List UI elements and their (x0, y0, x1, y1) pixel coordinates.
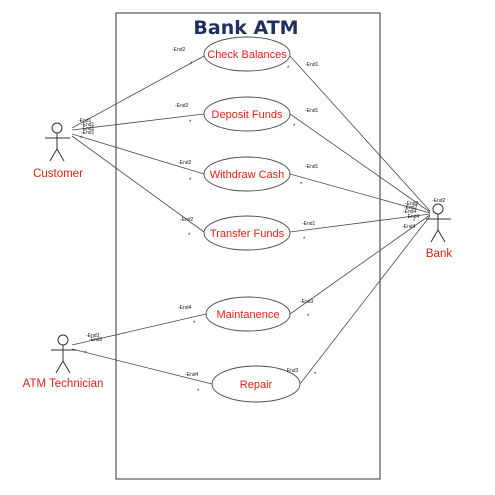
end-label: -End3 (89, 337, 103, 343)
assoc-bank-repair (299, 215, 431, 385)
multiplicity-marker: * (300, 182, 303, 188)
multiplicity-marker: * (303, 237, 306, 243)
end-label: -End1 (81, 122, 95, 128)
actor-label: Bank (426, 248, 452, 260)
end-label: -End2 (405, 201, 419, 207)
assoc-technician-repair (71, 348, 213, 385)
end-label: -End1 (302, 221, 316, 227)
end-label: -End4 (185, 372, 199, 378)
actor-label: ATM Technician (23, 378, 104, 390)
multiplicity-marker: * (188, 233, 191, 239)
use-case-label: Maintanence (217, 309, 280, 321)
end-label: -End2 (404, 205, 418, 211)
actor-bank[interactable]: Bank (426, 203, 452, 260)
assoc-bank-maintenance (289, 214, 431, 315)
end-label: -End3 (86, 333, 100, 339)
assoc-bank-withdraw-cash (289, 173, 431, 214)
actor-customer[interactable]: Customer (33, 122, 83, 180)
system-title: Bank ATM (193, 17, 298, 39)
assoc-bank-check-balances (289, 55, 431, 212)
assoc-customer-deposit-funds (71, 113, 205, 131)
actor-atm-technician[interactable]: ATM Technician (23, 334, 104, 390)
multiplicity-marker: * (413, 219, 416, 225)
use-case-label: Withdraw Cash (210, 169, 285, 181)
use-case-label: Deposit Funds (212, 109, 283, 121)
use-case-withdraw-cash[interactable]: Withdraw Cash (203, 156, 291, 192)
assoc-technician-maintenance (71, 313, 207, 346)
end-label: -End2 (178, 160, 192, 166)
end-label: -End1 (305, 62, 319, 68)
end-label: -End2 (172, 47, 186, 53)
use-case-label: Check Balances (207, 49, 287, 61)
end-label: -End1 (305, 164, 319, 170)
use-case-deposit-funds[interactable]: Deposit Funds (203, 96, 291, 132)
end-label: -End1 (305, 108, 319, 114)
end-label: -End4 (403, 209, 417, 215)
end-label: -End4 (402, 224, 416, 230)
multiplicity-marker: * (197, 389, 200, 395)
end-label: -End4 (406, 214, 420, 220)
multiplicity-marker: * (293, 124, 296, 130)
use-case-label: Repair (240, 379, 273, 391)
assoc-bank-deposit-funds (289, 113, 431, 213)
multiplicity-marker: * (314, 372, 317, 378)
multiplicity-marker: * (84, 351, 87, 357)
end-label: -End3 (300, 299, 314, 305)
stick-figure-icon (51, 334, 76, 374)
multiplicity-marker: * (287, 66, 290, 72)
assoc-bank-transfer-funds (289, 213, 431, 233)
multiplicity-marker: * (80, 136, 83, 142)
multiplicity-marker: * (189, 178, 192, 184)
end-label: -End1 (81, 126, 95, 132)
use-case-maintenance[interactable]: Maintanence (205, 296, 291, 332)
end-label: -End2 (175, 103, 189, 109)
assoc-customer-withdraw-cash (71, 133, 205, 175)
system-boundary (115, 12, 381, 480)
end-label: -End4 (178, 305, 192, 311)
stick-figure-icon (426, 203, 451, 243)
end-label: -End1 (78, 118, 92, 124)
stick-figure-icon (45, 122, 70, 162)
multiplicity-marker: * (193, 321, 196, 327)
use-case-transfer-funds[interactable]: Transfer Funds (203, 215, 291, 251)
assoc-customer-check-balances (71, 55, 205, 129)
end-label: -End2 (432, 198, 446, 204)
use-case-repair[interactable]: Repair (211, 365, 301, 403)
multiplicity-marker: * (307, 314, 310, 320)
multiplicity-marker: * (189, 120, 192, 126)
end-label: -End2 (180, 217, 194, 223)
end-label: -End1 (81, 130, 95, 136)
use-case-label: Transfer Funds (210, 228, 285, 240)
multiplicity-marker: * (190, 62, 193, 68)
assoc-customer-transfer-funds (71, 135, 205, 233)
use-case-check-balances[interactable]: Check Balances (203, 36, 291, 72)
end-label: -End3 (285, 368, 299, 374)
actor-label: Customer (33, 168, 83, 180)
